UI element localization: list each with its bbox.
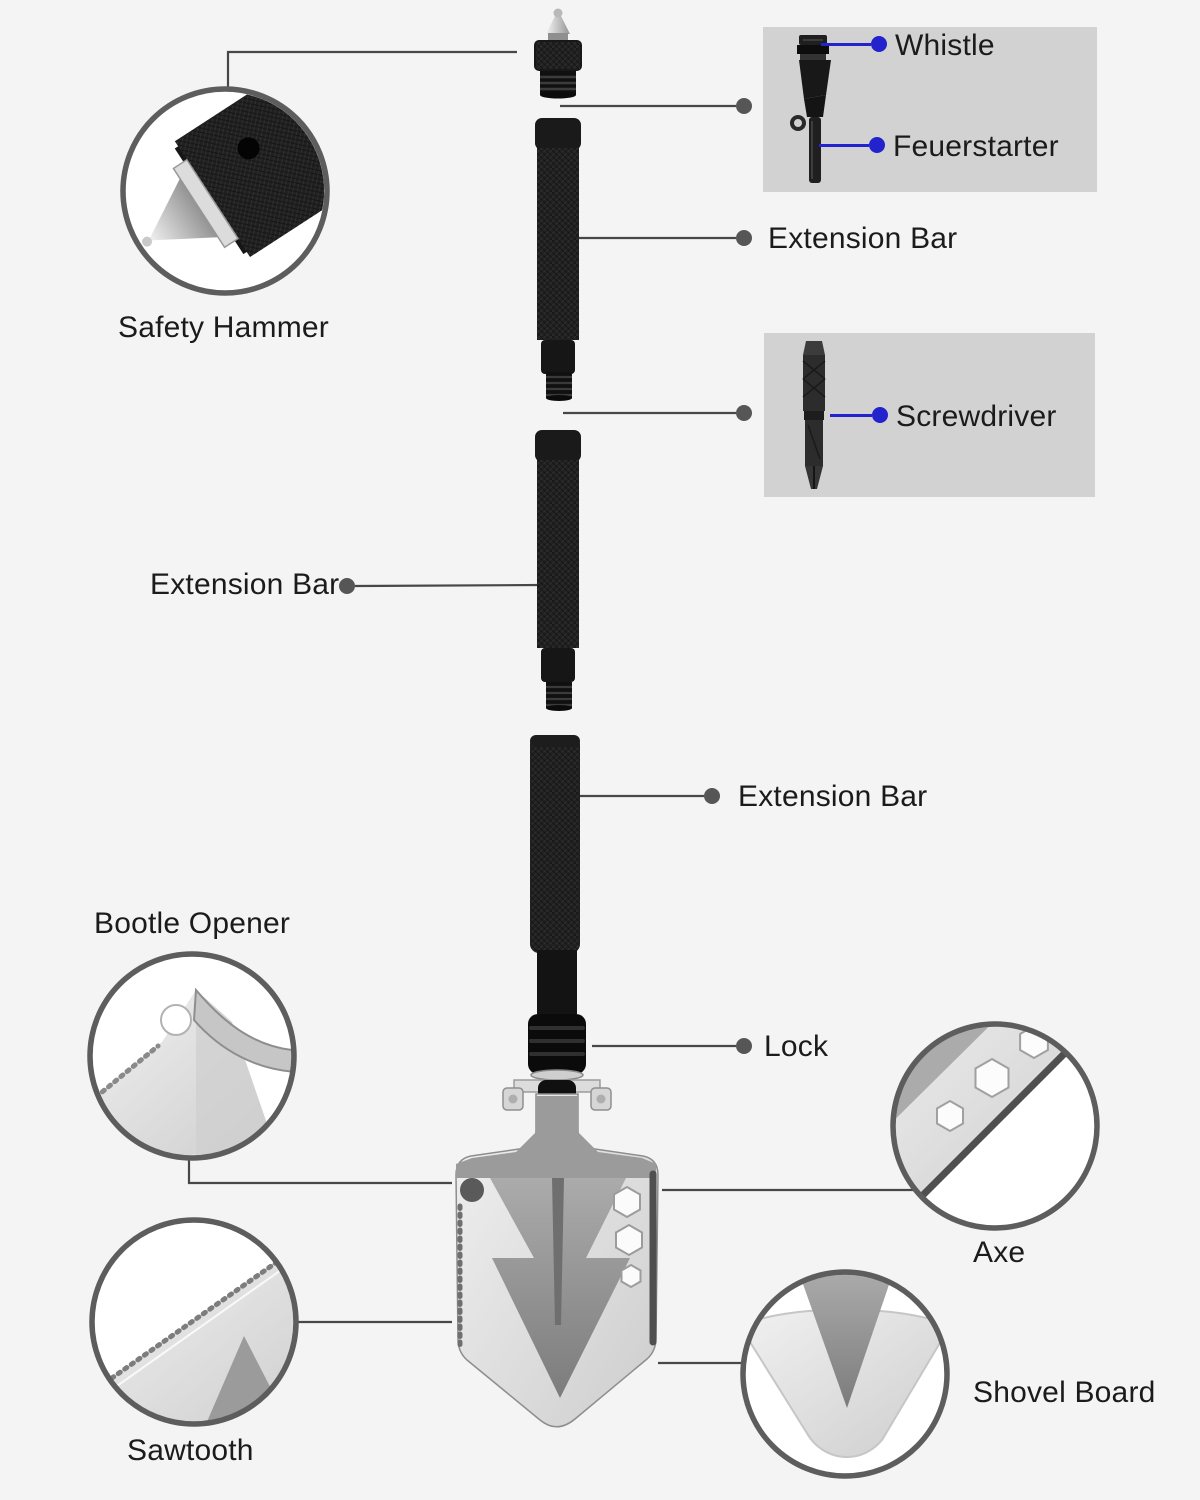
inset-sawtooth	[89, 1217, 299, 1427]
whistle-inset-box: Whistle Feuerstarter	[763, 27, 1097, 192]
inset-shovel-board	[740, 1269, 950, 1479]
label-shovel-board: Shovel Board	[973, 1376, 1156, 1409]
label-extension-bar-2: Extension Bar	[150, 568, 340, 601]
label-safety-hammer: Safety Hammer	[118, 311, 329, 344]
label-whistle: Whistle	[895, 29, 995, 62]
leader-dots	[339, 98, 752, 1054]
hex-wrench-holes	[613, 1185, 643, 1289]
whistle-pointer-dot	[871, 36, 887, 52]
screwdriver-bit-photo	[802, 341, 826, 489]
feuerstarter-pointer-line	[819, 144, 869, 147]
inset-axe	[890, 1021, 1100, 1231]
bottle-opener-notch	[460, 1178, 484, 1202]
shovel-head-part	[455, 1093, 659, 1428]
label-extension-bar-1: Extension Bar	[768, 222, 958, 255]
inset-bootle-opener	[87, 951, 297, 1161]
hammer-cap-part	[534, 8, 582, 99]
label-screwdriver: Screwdriver	[896, 400, 1057, 433]
whistle-firestarter-photo	[790, 35, 831, 183]
screwdriver-pointer-dot	[872, 407, 888, 423]
label-feuerstarter: Feuerstarter	[893, 130, 1059, 163]
feuerstarter-pointer-dot	[869, 137, 885, 153]
label-lock: Lock	[764, 1030, 829, 1063]
extension-bar-1-part	[535, 118, 581, 401]
leader-bootle-opener	[187, 1158, 452, 1185]
screwdriver-inset-box: Screwdriver	[764, 333, 1095, 497]
extension-bar-3-part	[530, 735, 580, 1014]
leader-extension-bar-2	[354, 583, 541, 588]
inset-safety-hammer	[120, 86, 330, 296]
screwdriver-pointer-line	[830, 414, 872, 417]
label-axe: Axe	[973, 1236, 1026, 1269]
extension-bar-2-part	[535, 430, 581, 711]
label-bootle-opener: Bootle Opener	[94, 907, 291, 940]
whistle-pointer-line	[821, 43, 871, 46]
leader-safety-hammer	[226, 50, 517, 90]
lock-part	[528, 1014, 586, 1081]
label-extension-bar-3: Extension Bar	[738, 780, 928, 813]
label-sawtooth: Sawtooth	[127, 1434, 254, 1467]
